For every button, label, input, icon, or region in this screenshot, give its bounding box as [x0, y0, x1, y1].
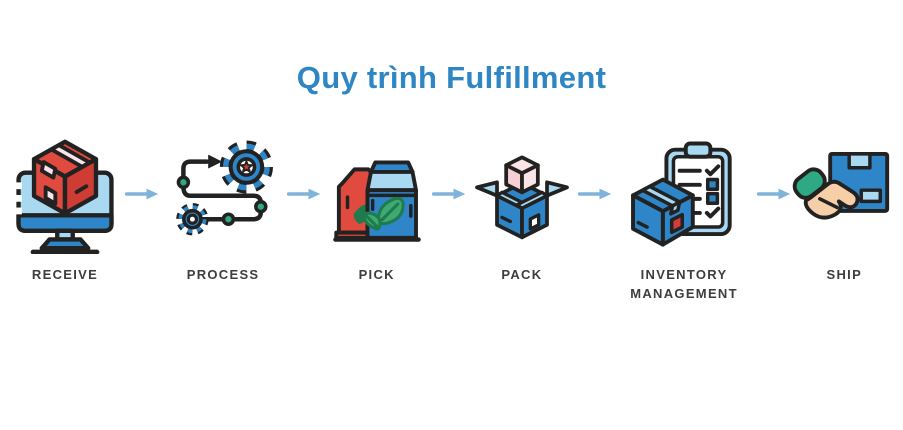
- step-label-ship: SHIP: [826, 267, 863, 282]
- flow-arrow-icon: [287, 188, 321, 200]
- step-label-inventory-management: INVENTORY MANAGEMENT: [630, 267, 738, 301]
- workflow-gears-icon: [176, 140, 274, 236]
- step-inventory-management: INVENTORY MANAGEMENT: [613, 134, 756, 304]
- step-receive: RECEIVE: [6, 134, 124, 285]
- process-flow: RECEIVE: [0, 134, 903, 304]
- monitor-package-icon: [15, 139, 114, 254]
- step-label-pack: PACK: [501, 267, 543, 282]
- flow-arrow-icon: [577, 188, 611, 200]
- flow-arrow-icon: [124, 188, 159, 200]
- step-label-process: PROCESS: [186, 267, 260, 282]
- flow-arrow-icon: [756, 188, 790, 200]
- hand-delivering-box-icon: [792, 151, 890, 220]
- flow-arrow-icon: [432, 188, 466, 200]
- page-title: Quy trình Fulfillment: [296, 60, 607, 95]
- step-label-receive: RECEIVE: [31, 267, 99, 282]
- open-box-cube-icon: [475, 155, 569, 240]
- step-process: PROCESS: [160, 134, 286, 285]
- step-ship: SHIP: [792, 134, 897, 285]
- grocery-packages-icon: [332, 159, 421, 242]
- step-label-pick: PICK: [358, 267, 395, 282]
- step-pack: PACK: [467, 134, 576, 285]
- step-pick: PICK: [322, 134, 431, 285]
- box-checklist-icon: [631, 141, 732, 247]
